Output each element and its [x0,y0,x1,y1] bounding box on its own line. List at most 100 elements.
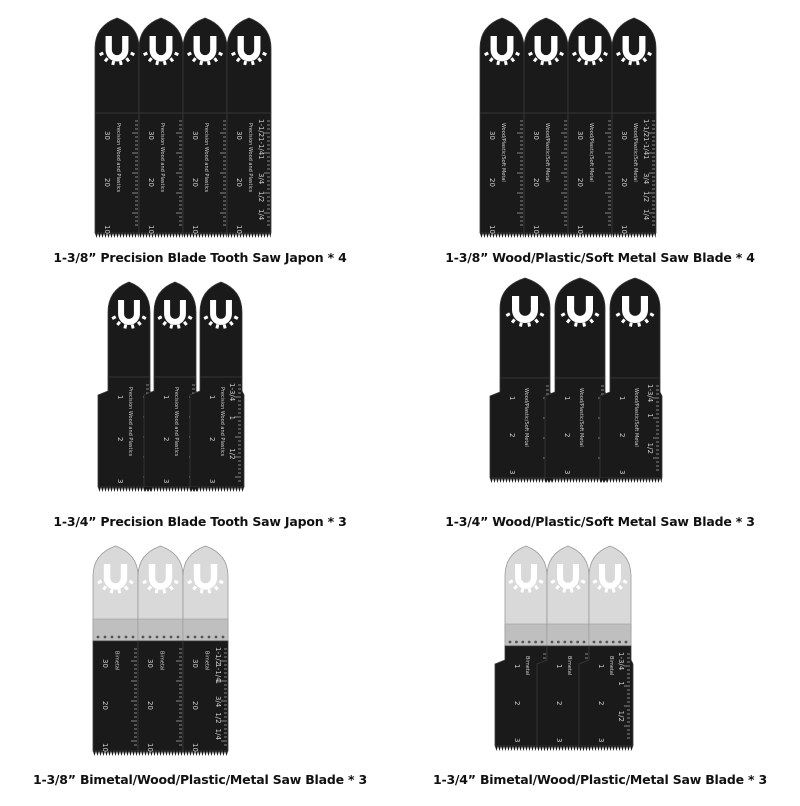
inch-label: 1-1/2 [214,647,222,665]
mount-notch [576,57,582,63]
mount-cutout [490,36,514,62]
inch-label: 1-1/4 [214,663,222,682]
scale-label: 30 [532,131,540,140]
saw-blade: 3020101-1/21-1/413/41/21/4Wood/Plastic/S… [611,17,657,238]
blade-print: Precision Wood and Plastics [173,387,179,457]
mount-notch [565,318,571,324]
blade-print: Bimetal [566,656,572,675]
scale-label: 2 [555,701,563,705]
blade-print: Wood/Plastic/Soft Metal [633,388,639,447]
rivet-dot [557,640,560,644]
inch-label: 1-1/2 [642,119,650,137]
scale-label: 30 [146,659,154,668]
blade-shank [226,17,272,114]
mount-notch [505,312,511,317]
rivet-dot [540,640,544,644]
mount-notch [615,312,621,317]
saw-teeth [612,233,656,238]
mount-notch [203,315,209,320]
scale-label: 1 [513,664,521,668]
mount-cutout [534,36,558,62]
mount-cutout [164,300,186,325]
blade-print: Precision Wood and Plastics [203,123,209,193]
product-1-caption: 1-3/8” Precision Blade Tooth Saw Japon *… [53,250,347,265]
mount-notch [116,320,122,326]
mount-notch [182,320,188,326]
inch-label: 1 [617,681,625,685]
mount-cutout [149,36,173,62]
mount-notch [230,51,236,57]
mount-notch [483,51,489,57]
mount-notch [518,322,523,327]
scale-label: 30 [620,131,628,140]
blade-print: Precision Wood and Plastics [115,123,121,193]
scale-label: 10 [576,225,584,234]
blade-print: Wood/Plastic/Soft Metal [578,388,584,447]
rivet-dot [515,640,518,644]
mount-notch [123,585,129,591]
blade-print: Precision Wood and Plastics [219,387,225,457]
scale-label: 30 [235,131,243,140]
inch-label: 1 [642,155,650,159]
scale-label: 30 [103,131,111,140]
scale-label: 30 [101,659,109,668]
scale-label: 1 [116,395,124,399]
saw-teeth [579,746,633,751]
mount-notch [243,60,248,66]
mount-notch [569,588,574,593]
mount-notch [215,324,220,329]
mount-cutout [193,564,218,590]
mount-notch [147,57,153,63]
mount-notch [508,579,514,584]
scale-label: 20 [147,178,155,187]
rivet-dot [521,640,525,644]
rivet-dot [534,640,537,644]
mount-notch [192,585,198,591]
mount-notch [162,588,167,594]
mount-notch [142,579,148,585]
inch-label: 1 [257,155,265,159]
mount-notch [128,579,134,585]
product-2-caption: 1-3/8” Wood/Plastic/Soft Metal Saw Blade… [445,250,755,265]
blade-print: Wood/Plastic/Soft Metal [544,123,550,182]
mount-notch [603,51,609,57]
scale-label: 1 [162,395,170,399]
mount-notch [644,318,650,324]
mount-notch [111,315,117,320]
inch-label: 1 [214,680,222,684]
scale-label: 3 [513,738,521,742]
scale-label: 20 [191,178,199,187]
scale-label: 30 [576,131,584,140]
mount-notch [527,322,532,327]
scale-label: 1 [563,396,571,400]
blade-print: Bimetal [159,651,165,670]
mount-notch [513,584,519,590]
inch-label: 3/4 [214,696,222,708]
saw-teeth [495,746,549,751]
scale-label: 1 [597,664,605,668]
scale-label: 20 [146,701,154,710]
rivet-dot [599,640,602,644]
scale-label: 30 [488,131,496,140]
mount-notch [540,60,545,66]
saw-teeth [144,487,198,492]
mount-notch [118,60,123,66]
mount-cutout [210,300,232,325]
scale-label: 2 [618,433,626,437]
scale-label: 2 [508,433,516,437]
mount-cutout [567,296,593,323]
scale-label: 20 [576,178,584,187]
mount-cutout [622,36,646,62]
mount-notch [168,585,174,591]
